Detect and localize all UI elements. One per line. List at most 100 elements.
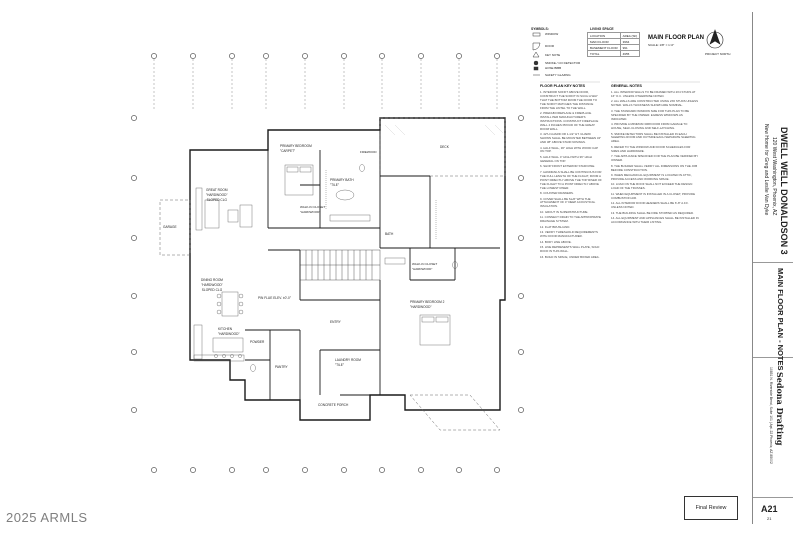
room-name: KITCHEN (218, 327, 232, 331)
general-notes-header: GENERAL NOTES (611, 84, 642, 88)
room-finish: "TILE" (335, 363, 344, 367)
room-name: PRIMARY BEDROOM 2 (410, 300, 445, 304)
general-notes-list: 1. ALL INTERIOR WALLS TO BE FRAMED WITH … (611, 90, 699, 227)
general-note: 9. WHEN MECHANICAL EQUIPMENT IS LOCATED … (611, 173, 692, 181)
key-note: 2. PREFAB FIREPLACE & FIREPLACE. INSTALL… (540, 111, 599, 131)
general-note: 10. LOAD ON THE ROOF SHALL NOT EXCEED TH… (611, 182, 693, 191)
room-finish: "HARDWOOD" (201, 283, 223, 287)
room-name: GREAT ROOM (206, 188, 228, 192)
room-name: DECK (440, 145, 449, 149)
cell: TOTAL (587, 50, 621, 57)
room-label-deck: DECK (440, 145, 449, 150)
key-note: 12. FLAT BRUSH AND. (540, 224, 571, 229)
symbol-hose-label: HOSE BIBB (545, 66, 562, 70)
general-note: 7. THE APPLIANCE SPECIFIED FOR THE PLAN … (611, 154, 699, 163)
room-label-dining: DINING ROOM "HARDWOOD" SLOPED CLG (201, 278, 223, 293)
room-label-kitchen: KITCHEN "HARDWOOD" (218, 327, 240, 337)
key-note: 4. HALF WALL, 36" HIGH WITH WOOD CAP ON … (540, 145, 599, 154)
room-label-primary-bath: PRIMARY BATH "TILE" (330, 178, 354, 188)
key-note: 6. SHOP FRONT EXTERIOR STAIR RISE. (540, 164, 596, 169)
room-name: DINING ROOM (201, 278, 223, 282)
room-name: CONCRETE PORCH (318, 403, 349, 407)
room-label-entry: ENTRY (330, 320, 341, 325)
symbol-glazing-label: SAFETY GLAZING (545, 73, 571, 77)
title-block-project: DWELL WELL DONALDSON 3 120 West Washingt… (753, 12, 793, 263)
key-note: 3. 42"H GUARD OR 1-1/2" HT. GUARD SHOWN … (540, 132, 602, 145)
general-note: 14. ALL EQUIPMENT AND APPLIANCES SHALL B… (611, 216, 699, 225)
room-name: GARAGE (163, 225, 177, 229)
room-label-great-room: GREAT ROOM "HARDWOOD" SLOPED CLG (206, 188, 228, 203)
grid-bubbles-top (151, 53, 500, 110)
general-note: 12. ALL INTERIOR DOOR HEADERS SHALL BE 6… (611, 201, 689, 210)
room-name: BATH (385, 232, 394, 236)
title-block: DWELL WELL DONALDSON 3 120 West Washingt… (752, 12, 793, 524)
symbol-door-label: DOOR (545, 44, 554, 48)
room-label-pantry: PANTRY (275, 365, 288, 370)
key-note: 11. CONNECT DRAIN TO THE APPROPRIATE DRA… (540, 215, 601, 224)
key-note: 9. COVER SHALL BE SLAT WITH THE ATTACHME… (540, 196, 596, 209)
symbol-smoke-label: SMOKE / CO DETECTOR (545, 61, 581, 65)
project-address: 120 West Washington, Phoenix, AZ (771, 137, 777, 216)
key-note: 5. HALF WALL 4" HIGH WITH 36" HIGH GENER… (540, 154, 592, 163)
key-notes-header: FLOOR PLAN KEY NOTES (540, 84, 586, 88)
room-finish: "HARDWOOD" (206, 193, 228, 197)
room-label-bedroom-2: PRIMARY BEDROOM 2 "HARDWOOD" (410, 300, 444, 310)
general-note: 13. THE BUILDING SHALL BE FIRE STOPPED A… (611, 210, 694, 215)
watermark: 2025 ARMLS (6, 510, 88, 525)
great-room-furniture (193, 187, 253, 362)
general-note: 8. THE BUILDER SHALL VERIFY ALL DIMENSIO… (611, 163, 698, 172)
room-finish: "HARDWOOD" (410, 305, 432, 309)
room-name: WALK-IN CLOSET (300, 205, 326, 209)
key-note: 7. HANDRAILS SHALL BE CONTINUOUS FOR THE… (540, 169, 602, 190)
pin-flue-label: PIN FLUE ELEV. ±0'-0" (258, 296, 291, 300)
key-notes-list: 1. INTERIOR SOFFIT ABOVE DOOR, CONSTRUCT… (540, 90, 602, 261)
project-client: New Home for Greg and Leslie Van Dyke (763, 124, 769, 216)
final-review-button[interactable]: Final Review (684, 496, 738, 520)
bedroom-furniture (250, 164, 458, 372)
exterior-walls (189, 117, 506, 421)
key-note: 15. LINE REPRESENTS WALL PLATE, SOLD ROO… (540, 245, 600, 254)
room-finish: "HARDWOOD" (300, 210, 321, 214)
deck-outline (159, 117, 506, 431)
hatching (384, 124, 504, 136)
general-note: 1. ALL INTERIOR WALLS TO BE FRAMED WITH … (611, 90, 696, 98)
symbol-legend-icons (532, 32, 541, 76)
key-note: 8. COUNTER DRAWERS. (540, 191, 574, 195)
room-name: PRIMARY BATH (330, 178, 354, 182)
room-label-garage: GARAGE (163, 225, 177, 230)
room-name: PRIMARY BEDROOM (280, 144, 312, 148)
room-label-porch: CONCRETE PORCH (318, 403, 348, 408)
stair (299, 249, 381, 281)
room-ceiling: SLOPED CLG (201, 288, 223, 292)
key-note: 16. BUILD IN SPACE, UNDER BOXED AREA. (540, 254, 600, 259)
north-label: PROJECT NORTH (705, 52, 731, 56)
general-note: 3. THE STANDARD WINDOW SIZE FOR THIS PLA… (611, 108, 690, 121)
room-finish: "HARDWOOD" (412, 267, 433, 271)
key-note: 14. BODY LINE ABOVE. (540, 239, 572, 244)
room-finish: "HARDWOOD" (218, 332, 240, 336)
page-number: 21 (767, 516, 772, 521)
key-note: 1. INTERIOR SOFFIT ABOVE DOOR, CONSTRUCT… (540, 90, 598, 110)
firewood-label: FIREWOOD (360, 150, 377, 154)
room-name: LAUNDRY ROOM (335, 358, 361, 362)
room-ceiling: SLOPED CLG (206, 198, 227, 202)
firm-address: 10851 N. Riverside Bend, Suite 101 | Apt… (769, 367, 773, 464)
room-finish: "TILE" (330, 183, 339, 187)
room-label-laundry: LAUNDRY ROOM "TILE" (335, 358, 361, 368)
sheet-name: MAIN FLOOR PLAN - NOTES (776, 268, 785, 371)
key-note: 10. GROUT IN SUPERSTRUCTURE. (540, 209, 589, 214)
interior-walls (245, 130, 500, 400)
room-label-walk-in-closet-2: WALK-IN CLOSET "HARDWOOD" (412, 262, 437, 272)
symbol-keynote-label: KEY NOTE (545, 53, 561, 57)
room-finish: "CARPET" (280, 149, 296, 153)
grid-bubbles-bottom (151, 467, 500, 473)
general-note: 11. WHEN EQUIPMENT IS INSTALLED IN A CLO… (611, 191, 696, 200)
symbols-header: SYMBOLS: (531, 27, 549, 31)
sheet-number: A21 (761, 504, 778, 514)
cell: 4955 (619, 50, 641, 57)
general-note: 5. SMOKE DETECTORS SHALL BE INSTALLED IN… (611, 131, 696, 144)
room-label-walk-in-closet: WALK-IN CLOSET "HARDWOOD" (300, 205, 325, 215)
